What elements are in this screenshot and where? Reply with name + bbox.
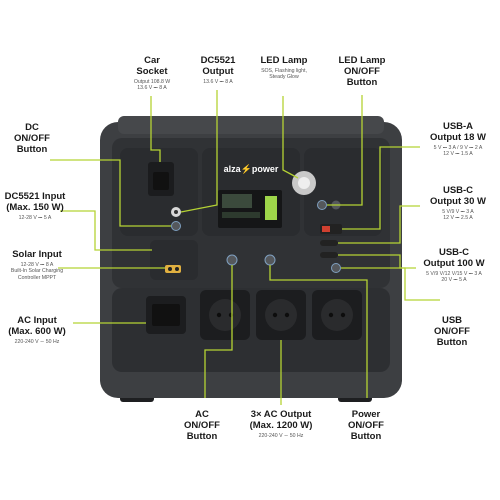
usb-a-spec: 5 V ⎓ 3 A / 9 V ⎓ 2 A 12 V ⎓ 1.5 A <box>433 144 483 158</box>
dc5521-output-spec: 13.6 V ⎓ 8 A <box>203 78 233 85</box>
brand-logo: alza⚡power <box>224 163 279 175</box>
dc5521-input-spec: 12-28 V ⎓ 5 A <box>18 214 52 221</box>
label-usb-c-30: USB-C Output 30 W 5 V/9 V ⎓ 3 A 12 V ⎓ 2… <box>420 185 496 222</box>
label-dc5521-output: DC5521 Output 13.6 V ⎓ 8 A <box>183 55 253 85</box>
ac-input-spec: 220-240 V ∼ 50 Hz <box>14 338 60 345</box>
usb-c-100w-port <box>320 252 338 258</box>
battery-indicator <box>265 196 277 220</box>
usb-onoff-button <box>331 263 341 273</box>
solar-input-title: Solar Input <box>12 249 62 260</box>
lamp-module <box>304 148 382 236</box>
usb-c-30-spec: 5 V/9 V ⎓ 3 A 12 V ⎓ 2.5 A <box>442 208 474 222</box>
label-usb-c-100: USB-C Output 100 W 5 V/9 V/12 V/15 V ⎓ 3… <box>410 247 498 284</box>
label-ac-input: AC Input (Max. 600 W) 220-240 V ∼ 50 Hz <box>0 315 74 345</box>
label-dc-button: DC ON/OFF Button <box>4 122 60 156</box>
led-lamp-title: LED Lamp <box>260 55 308 66</box>
dc-button-title: DC ON/OFF Button <box>14 122 50 155</box>
led-lamp-button <box>317 200 327 210</box>
handle <box>118 116 384 134</box>
label-solar-input: Solar Input 12-28 V ⎓ 8 A Built-In Solar… <box>0 249 74 281</box>
car-socket-inner <box>153 172 169 190</box>
label-usb-a: USB-A Output 18 W 5 V ⎓ 3 A / 9 V ⎓ 2 A … <box>420 121 496 158</box>
solar-input-spec: 12-28 V ⎓ 8 A Built-In Solar Charging Co… <box>10 261 64 281</box>
dc5521-input-title: DC5521 Input (Max. 150 W) <box>4 191 66 213</box>
dc5521-output-title: DC5521 Output <box>200 55 236 77</box>
label-power-button: Power ON/OFF Button <box>334 409 398 443</box>
usb-c-100-title: USB-C Output 100 W <box>423 247 485 269</box>
label-led-lamp-button: LED Lamp ON/OFF Button <box>327 55 397 89</box>
ac-input-title: AC Input (Max. 600 W) <box>8 315 66 337</box>
ac-outlet-3 <box>312 290 362 340</box>
ac-button-title: AC ON/OFF Button <box>184 409 220 442</box>
usb-c-30w-port <box>320 240 338 246</box>
label-led-lamp: LED Lamp SOS, Flashing light, Steady Glo… <box>246 55 322 81</box>
car-socket-spec: Output 108.8 W 13.6 V ⎓ 8 A <box>133 78 171 92</box>
label-usb-button: USB ON/OFF Button <box>422 315 482 349</box>
usb-c-100-spec: 5 V/9 V/12 V/15 V ⎓ 3 A 20 V ⎓ 5 A <box>426 270 482 284</box>
label-ac-button: AC ON/OFF Button <box>172 409 232 443</box>
ac-output-title: 3× AC Output (Max. 1200 W) <box>249 409 313 431</box>
car-socket-title: Car Socket <box>136 55 168 77</box>
label-car-socket: Car Socket Output 108.8 W 13.6 V ⎓ 8 A <box>112 55 192 92</box>
led-lamp-spec: SOS, Flashing light, Steady Glow <box>261 67 307 81</box>
power-button-title: Power ON/OFF Button <box>348 409 384 442</box>
usba-button-indicator <box>331 200 341 210</box>
usb-c-30-title: USB-C Output 30 W <box>430 185 486 207</box>
usb-a-title: USB-A Output 18 W <box>430 121 486 143</box>
power-onoff-button <box>264 254 276 266</box>
usb-button-title: USB ON/OFF Button <box>434 315 470 348</box>
dc-onoff-button <box>171 221 181 231</box>
label-ac-output: 3× AC Output (Max. 1200 W) 220-240 V ∼ 5… <box>238 409 324 439</box>
led-lamp-button-title: LED Lamp ON/OFF Button <box>338 55 386 88</box>
ac-output-spec: 220-240 V ∼ 50 Hz <box>258 432 304 439</box>
ac-outlet-1 <box>200 290 250 340</box>
ac-onoff-button <box>226 254 238 266</box>
input-module <box>150 240 198 280</box>
ac-outlet-2 <box>256 290 306 340</box>
label-dc5521-input: DC5521 Input (Max. 150 W) 12-28 V ⎓ 5 A <box>0 191 70 221</box>
